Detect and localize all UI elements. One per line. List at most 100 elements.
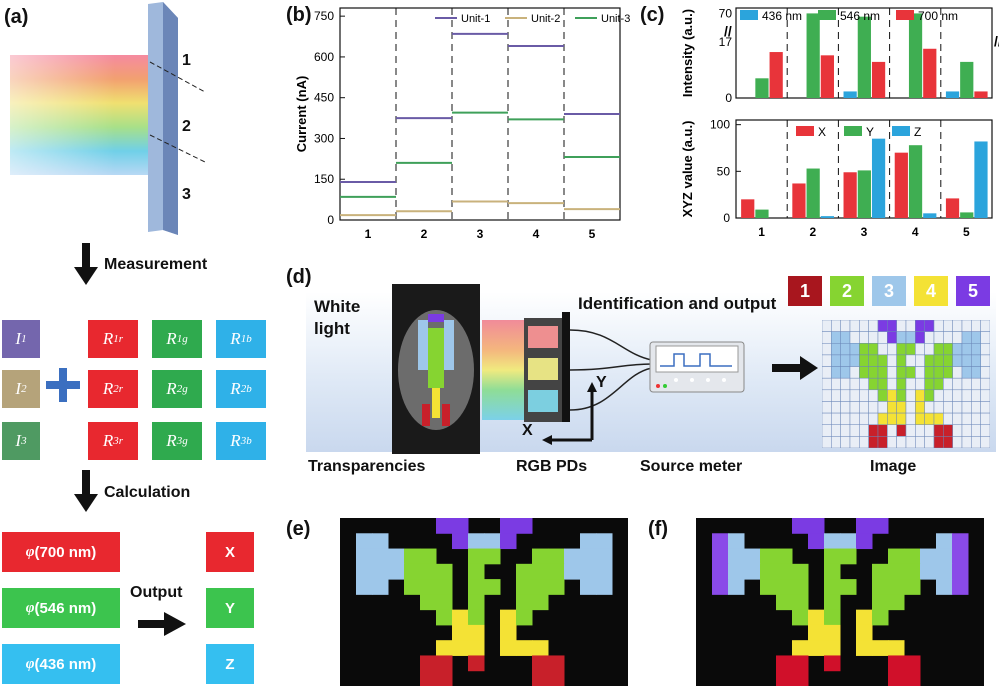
caption-image: Image [870,458,917,475]
bar-546 nm [806,13,820,98]
grid-cell [961,412,972,425]
image-pixel [516,518,533,534]
grid-cell [831,401,841,414]
grid-cell [961,424,972,437]
grid-cell [952,377,963,391]
image-pixel [500,624,517,641]
image-pixel [372,548,389,565]
grid-cell [915,389,925,402]
image-pixel [516,609,533,626]
bar-700 nm [769,52,783,98]
bar-700 nm [974,91,988,98]
image-pixel [436,640,453,656]
image-pixel [436,594,453,611]
image-pixel [548,563,565,580]
bar-Y [806,168,820,218]
image-pixel [712,548,729,565]
x-tick-label: 1 [758,225,765,239]
grid-cell [915,412,925,425]
caption-rgb-pds: RGB PDs [516,458,588,475]
x-axis-label: X [522,422,533,439]
legend-label: X [818,125,826,139]
image-pixel [872,518,889,534]
legend-label: Y [866,125,874,139]
legend-swatch [896,10,914,20]
grid-cell [924,377,935,391]
image-pixel [388,548,405,565]
grid-cell [840,412,851,425]
grid-cell [915,331,925,344]
grid-cell [924,366,935,379]
grid-cell [868,354,879,367]
image-pixel [468,640,485,656]
image-pixel [872,640,889,656]
image-pixel [872,563,889,580]
image-pixel [356,548,373,565]
image-pixel [888,594,905,611]
grid-cell [961,436,972,448]
grid-cell [933,389,944,402]
color-legend-4: 4 [914,276,948,306]
bar-546 nm [908,13,923,98]
grid-cell [896,320,907,332]
grid-cell [915,401,925,414]
panel-label-c: (c) [640,4,665,26]
grid-cell [831,424,841,437]
grid-cell [924,354,935,367]
grid-cell [822,436,832,448]
grid-cell [859,320,869,332]
image-pixel [516,594,533,611]
image-pixel [728,579,745,595]
image-pixel [824,640,841,656]
grid-cell [952,331,963,344]
grid-cell [849,331,860,344]
bar-Y [960,212,974,218]
grid-cell [933,377,944,391]
image-pixel [824,533,841,550]
legend-swatch [892,126,910,136]
image-pixel [792,594,809,611]
phi-tile-436: φ (436 nm) [2,644,120,684]
grid-cell [971,377,981,391]
grid-cell [896,343,907,356]
image-pixel [824,563,841,580]
grid-cell [943,412,953,425]
panel-label-f: (f) [648,518,668,540]
grid-cell [933,354,944,367]
image-pixel [580,548,597,565]
image-pixel [952,548,969,565]
image-pixel [792,640,809,656]
image-pixel [532,548,549,565]
grid-cell [943,424,953,437]
bar-Y [755,209,769,218]
grid-cell [915,343,925,356]
image-pixel [596,548,613,565]
grid-cell [822,412,832,425]
grid-cell [877,320,888,332]
image-pixel [936,579,953,595]
image-pixel [548,548,565,565]
grid-cell [924,412,935,425]
image-pixel [372,563,389,580]
image-pixel [372,579,389,595]
grid-cell [822,320,832,332]
image-pixel [468,624,485,641]
image-pixel [904,579,921,595]
image-pixel [888,579,905,595]
y-tick-label: 0 [327,213,334,227]
grid-cell [924,389,935,402]
image-pixel [888,640,905,656]
grid-cell [840,354,851,367]
grid-cell [868,366,879,379]
grid-cell [952,389,963,402]
image-pixel [840,579,857,595]
color-legend-5: 5 [956,276,990,306]
grid-cell [887,377,897,391]
grid-cell [905,389,916,402]
grid-cell [952,401,963,414]
bar-X [792,183,806,218]
